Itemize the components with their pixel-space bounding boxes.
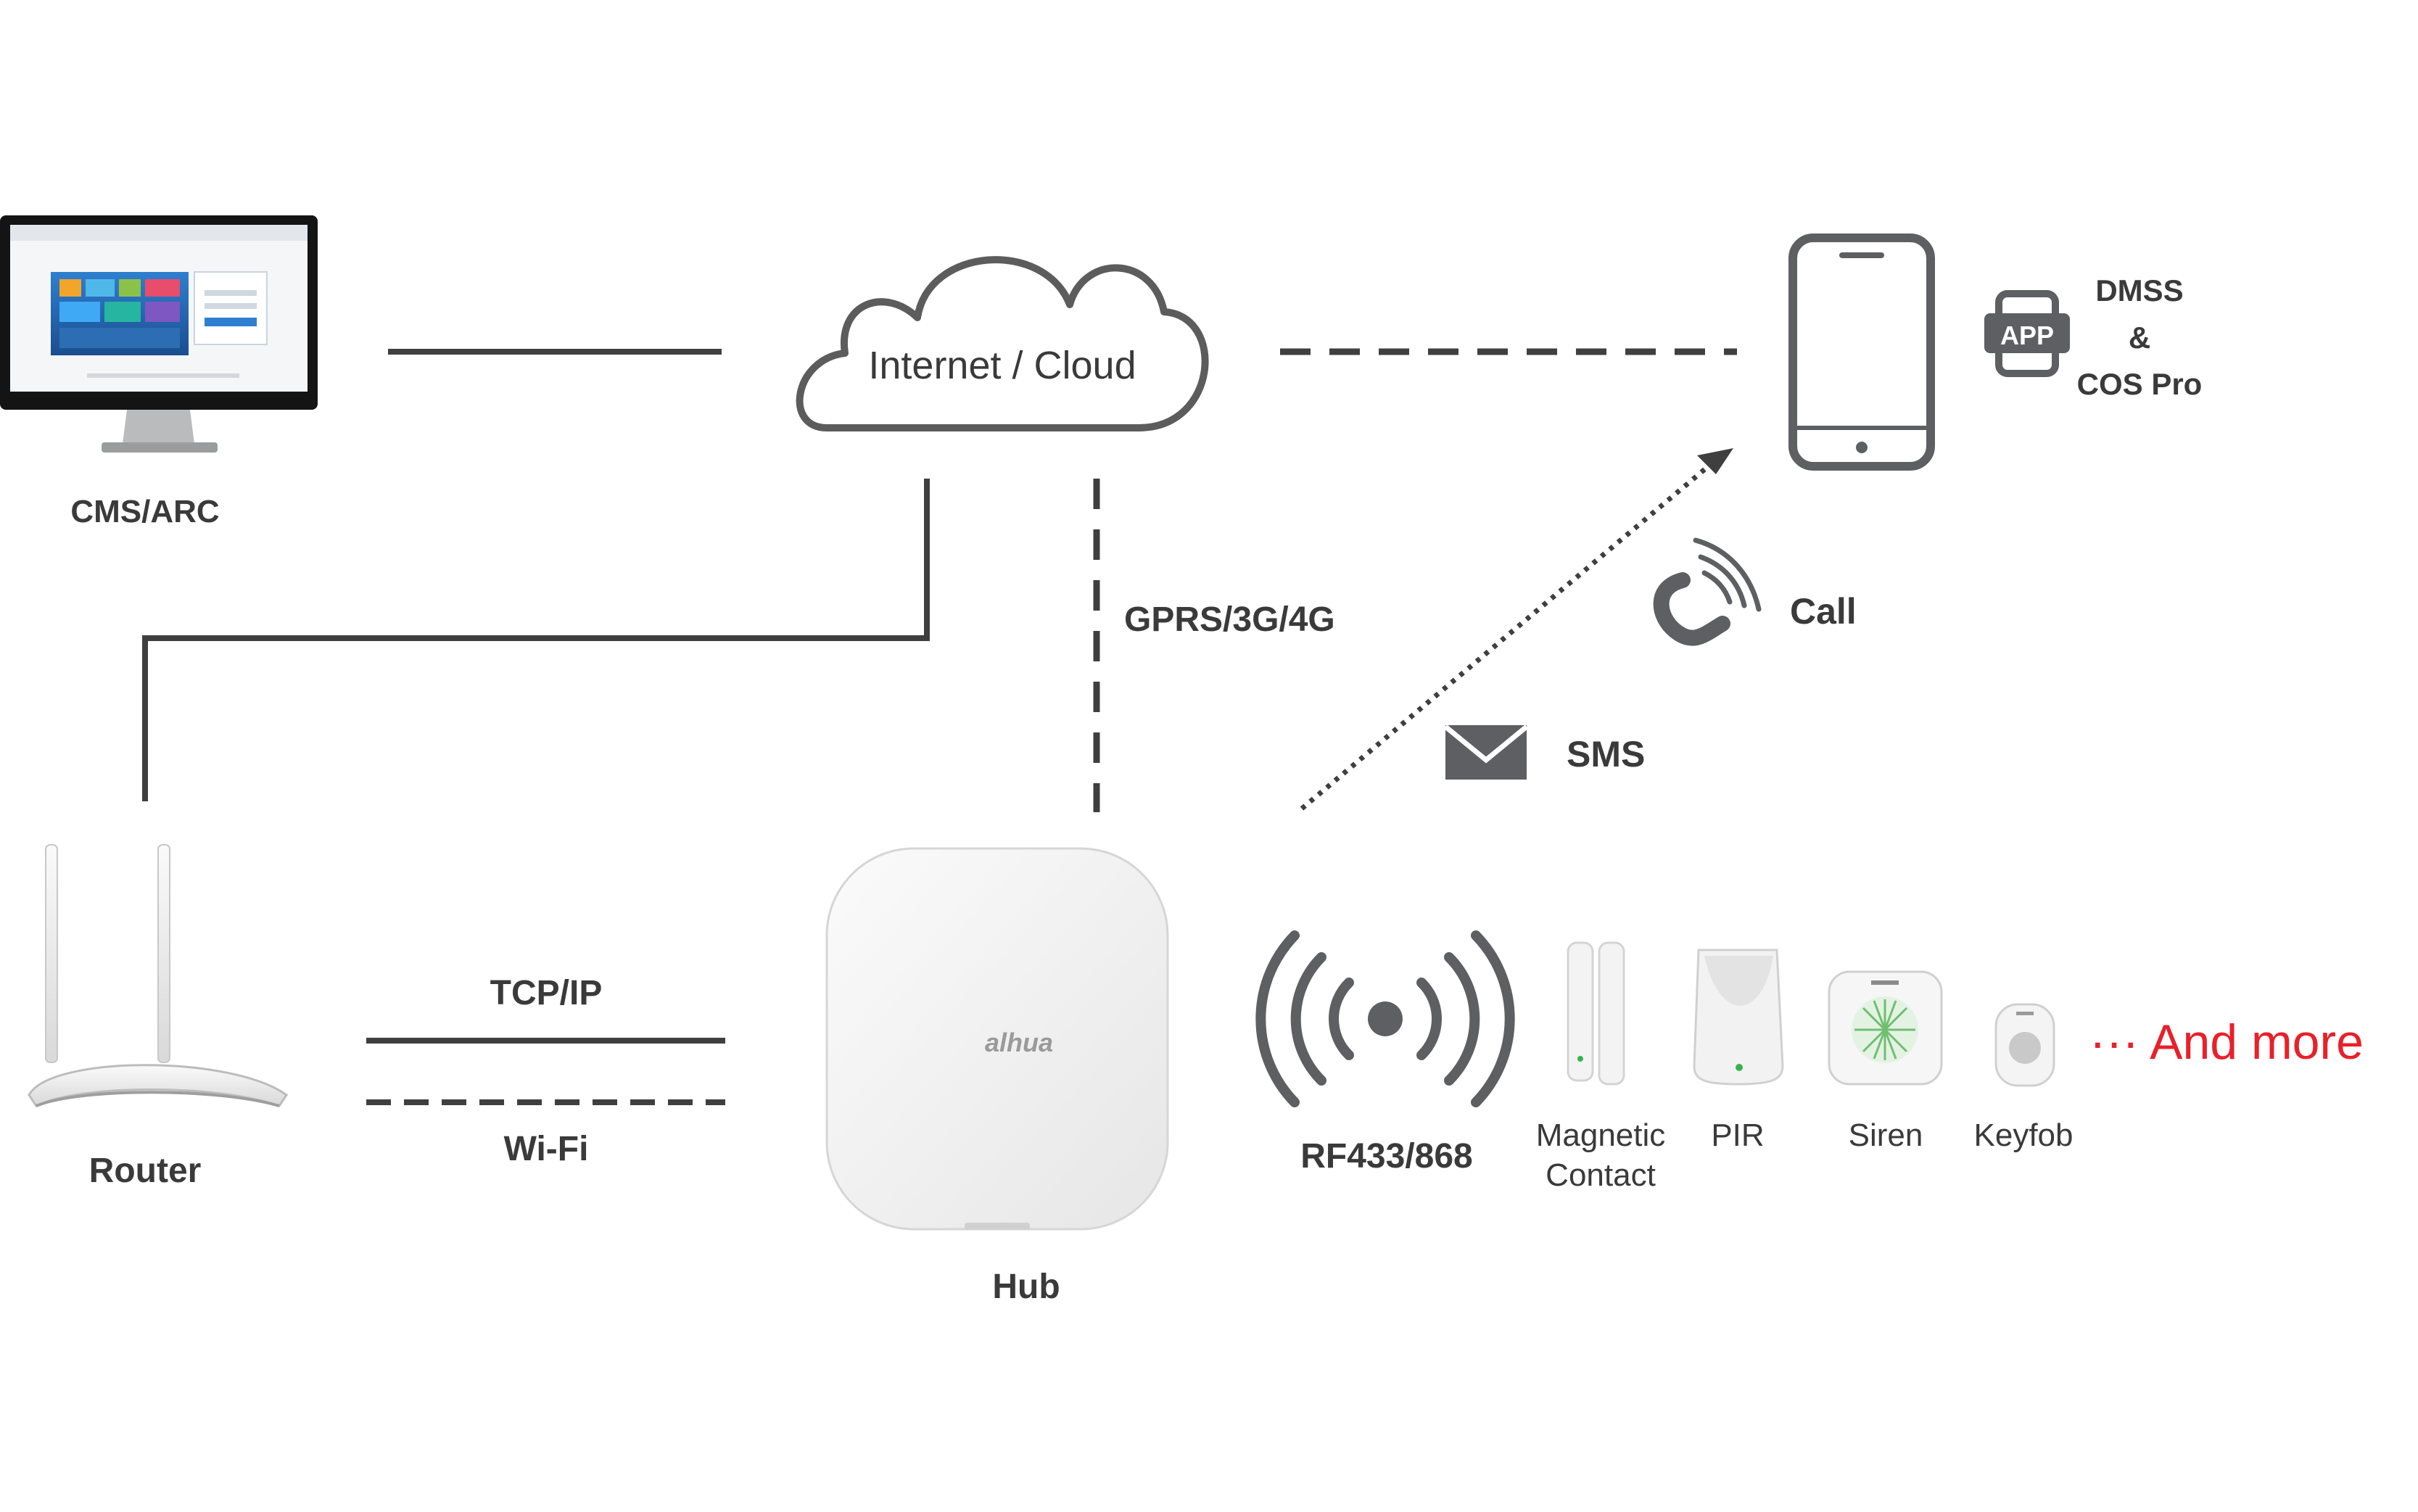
- keyfob-label: Keyfob: [1974, 1118, 2074, 1153]
- magnetic-contact-label-1: Magnetic: [1536, 1118, 1666, 1153]
- phone-icon: [1788, 234, 1935, 471]
- siren-icon: [1828, 970, 1943, 1086]
- app-badge-text: APP: [2000, 321, 2054, 350]
- cloud-node: Internet / Cloud: [796, 256, 1209, 431]
- dotted-arrowhead: [1697, 448, 1733, 474]
- call-label: Call: [1790, 591, 1857, 632]
- router-label: Router: [89, 1152, 202, 1190]
- cloud-label: Internet / Cloud: [868, 344, 1136, 387]
- cms-monitor: CMS/ARC: [0, 215, 318, 529]
- app-icon: APP: [1984, 290, 2070, 377]
- cloud-icon: [796, 256, 1209, 431]
- app-name-line3: COS Pro: [2077, 367, 2203, 401]
- hub-icon: alhua: [825, 847, 1169, 1231]
- call-icon: [1653, 537, 1762, 646]
- cms-label: CMS/ARC: [70, 494, 219, 529]
- router-icon: [28, 844, 289, 1107]
- cloud-router-line: [142, 479, 930, 801]
- sms-icon: [1443, 724, 1529, 780]
- router-node: Router: [28, 844, 289, 1190]
- call-node: Call: [1653, 537, 1857, 646]
- and-more-label: ··· And more: [2089, 1015, 2364, 1070]
- pir-icon: [1693, 949, 1784, 1086]
- hub-phone-dotted-line: [1300, 458, 1717, 811]
- monitor-icon: [0, 215, 318, 453]
- accessories: Magnetic Contact PIR Siren: [1536, 941, 2364, 1193]
- hub-node: alhua Hub: [825, 847, 1169, 1306]
- tcpip-label: TCP/IP: [490, 974, 603, 1012]
- hub-label: Hub: [992, 1268, 1060, 1306]
- keyfob-icon: [1994, 1003, 2055, 1087]
- wifi-label: Wi-Fi: [504, 1130, 589, 1168]
- connection-lines: [142, 348, 1737, 1105]
- hub-brand-logo: alhua: [985, 1028, 1053, 1057]
- sms-node: SMS: [1443, 724, 1645, 780]
- app-name-line1: DMSS: [2095, 273, 2183, 307]
- phone-node: APP DMSS & COS Pro: [1788, 234, 2203, 471]
- cellular-label: GPRS/3G/4G: [1124, 600, 1335, 639]
- magnetic-contact-label-2: Contact: [1546, 1157, 1656, 1193]
- rf-label: RF433/868: [1300, 1137, 1473, 1176]
- siren-label: Siren: [1849, 1118, 1923, 1153]
- sms-label: SMS: [1567, 734, 1645, 774]
- app-name-line2: &: [2129, 321, 2150, 355]
- rf-signal-icon: [1255, 930, 1515, 1107]
- magnetic-contact-icon: [1567, 941, 1625, 1086]
- pir-label: PIR: [1711, 1118, 1764, 1153]
- rf-node: RF433/868: [1255, 930, 1515, 1176]
